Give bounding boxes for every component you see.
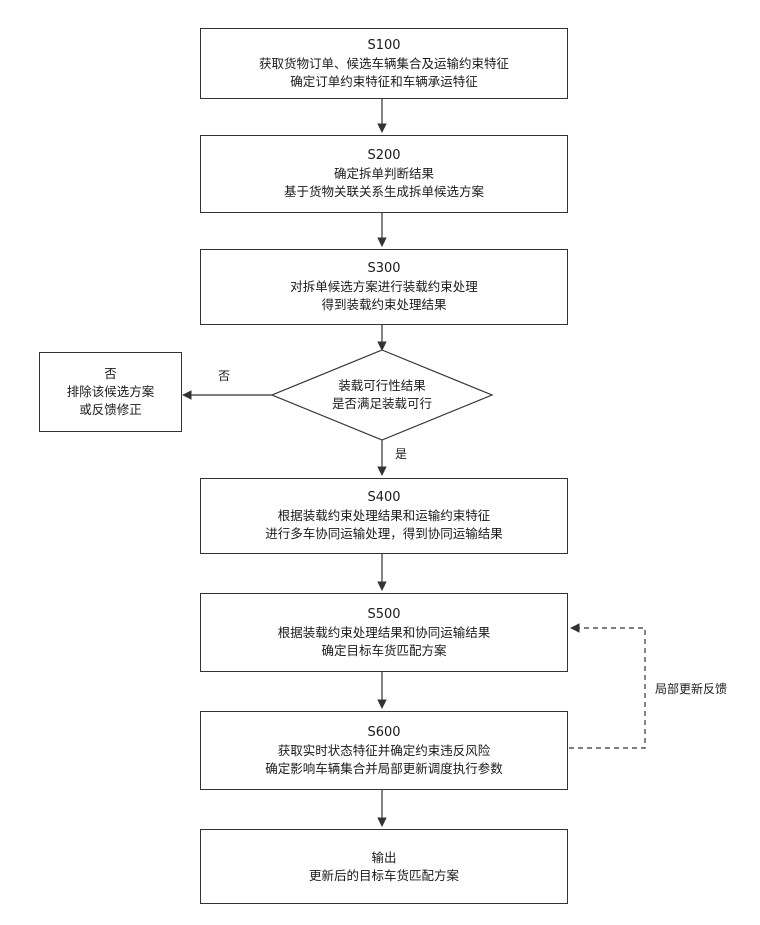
- step-s300-id: S300: [367, 260, 400, 278]
- step-s200-id: S200: [367, 147, 400, 165]
- feedback-loop: [569, 628, 645, 748]
- reject-box: 否 排除该候选方案 或反馈修正: [39, 352, 182, 432]
- step-s100-line2: 确定订单约束特征和车辆承运特征: [290, 73, 478, 91]
- step-s500-line1: 根据装载约束处理结果和协同运输结果: [278, 624, 491, 642]
- step-s400-id: S400: [367, 489, 400, 507]
- decision-text: 装载可行性结果 是否满足装载可行: [292, 377, 472, 413]
- step-s100-id: S100: [367, 37, 400, 55]
- step-s500-id: S500: [367, 606, 400, 624]
- reject-line2: 排除该候选方案: [67, 383, 155, 401]
- label-no: 否: [218, 367, 230, 384]
- step-s300-line1: 对拆单候选方案进行装载约束处理: [290, 278, 478, 296]
- output-line1: 输出: [371, 849, 396, 867]
- step-s400-line1: 根据装载约束处理结果和运输约束特征: [278, 507, 491, 525]
- step-s600-line1: 获取实时状态特征并确定约束违反风险: [278, 742, 491, 760]
- step-s100-line1: 获取货物订单、候选车辆集合及运输约束特征: [259, 55, 509, 73]
- step-s200-box: S200 确定拆单判断结果 基于货物关联关系生成拆单候选方案: [200, 135, 568, 213]
- label-feedback: 局部更新反馈: [655, 680, 727, 697]
- decision-line2: 是否满足装载可行: [292, 395, 472, 413]
- step-s200-line1: 确定拆单判断结果: [334, 165, 434, 183]
- step-s300-box: S300 对拆单候选方案进行装载约束处理 得到装载约束处理结果: [200, 249, 568, 325]
- output-box: 输出 更新后的目标车货匹配方案: [200, 829, 568, 904]
- step-s600-box: S600 获取实时状态特征并确定约束违反风险 确定影响车辆集合并局部更新调度执行…: [200, 711, 568, 790]
- reject-line1: 否: [104, 365, 117, 383]
- reject-line3: 或反馈修正: [79, 401, 142, 419]
- output-line2: 更新后的目标车货匹配方案: [309, 867, 459, 885]
- step-s400-box: S400 根据装载约束处理结果和运输约束特征 进行多车协同运输处理，得到协同运输…: [200, 478, 568, 554]
- step-s600-line2: 确定影响车辆集合并局部更新调度执行参数: [265, 760, 503, 778]
- step-s100-box: S100 获取货物订单、候选车辆集合及运输约束特征 确定订单约束特征和车辆承运特…: [200, 28, 568, 99]
- step-s300-line2: 得到装载约束处理结果: [321, 296, 446, 314]
- step-s500-line2: 确定目标车货匹配方案: [321, 642, 446, 660]
- step-s400-line2: 进行多车协同运输处理，得到协同运输结果: [265, 525, 503, 543]
- step-s500-box: S500 根据装载约束处理结果和协同运输结果 确定目标车货匹配方案: [200, 593, 568, 672]
- step-s600-id: S600: [367, 724, 400, 742]
- step-s200-line2: 基于货物关联关系生成拆单候选方案: [284, 183, 484, 201]
- decision-line1: 装载可行性结果: [292, 377, 472, 395]
- label-yes: 是: [395, 445, 407, 462]
